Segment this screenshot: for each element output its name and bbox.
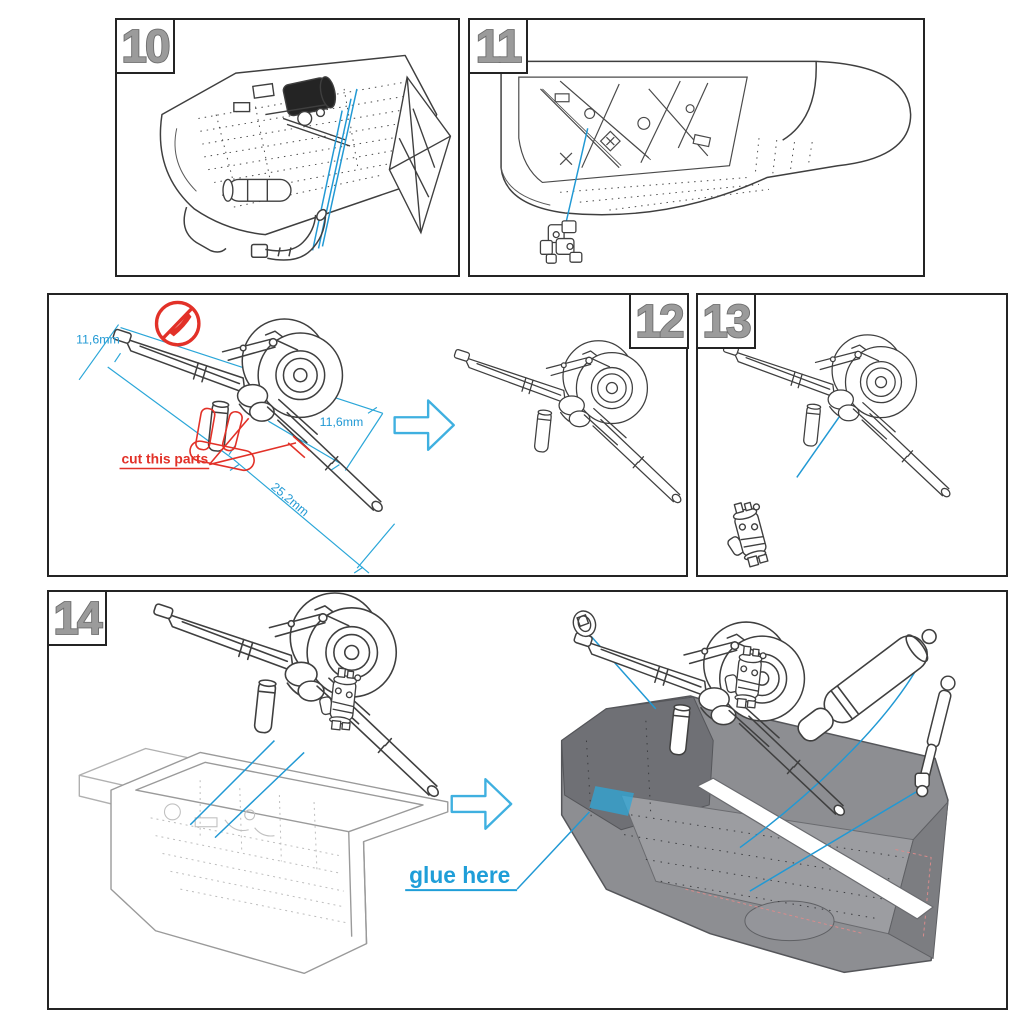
cut-instruction-illustration-12: cut this parts 11,6mm 11,6mm 25,2mm — [76, 300, 684, 574]
pointer-lines — [189, 740, 305, 839]
step-number-box-13: 13 — [695, 292, 756, 349]
gear-with-pump — [152, 592, 442, 839]
arrow-right-icon — [393, 399, 455, 451]
glue-callout: glue here — [405, 862, 518, 892]
actuator-part — [914, 675, 956, 798]
bay-equipment — [222, 75, 452, 235]
step-number-box-14: 14 — [46, 589, 107, 646]
pointer-lines — [311, 88, 358, 251]
dim-label-lower-strut: 25,2mm — [268, 480, 311, 519]
step-number-box-11: 11 — [467, 17, 528, 74]
dim-label-fork: 11,6mm — [76, 332, 120, 346]
step-number-box-12: 12 — [628, 292, 689, 349]
wheel-well-render — [560, 695, 949, 974]
gear-after-cut — [453, 340, 684, 505]
panel-step-11: 11 — [467, 17, 925, 277]
pointer-line — [796, 410, 844, 478]
wheel-well-outline — [78, 747, 449, 975]
cylinder-part — [797, 634, 929, 742]
knife-prohibited-icon — [154, 300, 201, 347]
bracket-part — [572, 610, 597, 638]
panel-step-14: glue here 14 — [46, 589, 1008, 1010]
panel-step-12: cut this parts 11,6mm 11,6mm 25,2mm 12 — [47, 292, 689, 577]
gear-assembly — [722, 334, 953, 500]
step-number-box-10: 10 — [114, 17, 175, 74]
parts-to-cut — [119, 407, 311, 472]
step-number-10: 10 — [121, 20, 169, 72]
outline-box-details — [150, 780, 347, 924]
panel-step-13: 13 — [695, 292, 1008, 577]
pointer-line — [564, 128, 589, 227]
dim-label-upper-strut: 11,6mm — [320, 415, 364, 429]
bay-structure — [518, 76, 748, 184]
glue-label: glue here — [409, 862, 510, 888]
pump-attach-illustration-13 — [717, 334, 953, 572]
fuselage-bay-illustration-11 — [500, 60, 912, 264]
pump-part — [717, 497, 775, 572]
panel-step-10: 10 — [114, 17, 460, 277]
wheel-bay-illustration-10 — [159, 54, 452, 261]
hose-part — [250, 208, 327, 261]
cut-label: cut this parts — [122, 452, 209, 467]
outline-box-parts — [163, 803, 275, 837]
step-number-11: 11 — [475, 20, 521, 72]
step-number-14: 14 — [53, 592, 103, 644]
step-number-13: 13 — [702, 295, 750, 347]
step-number-12: 12 — [635, 295, 683, 347]
rivet-rows — [198, 80, 414, 208]
arrow-right-icon — [450, 778, 513, 830]
glue-highlight — [589, 786, 634, 816]
final-assembly-illustration-14: glue here — [78, 592, 956, 975]
rivet-rows — [560, 138, 813, 211]
valve-block-part — [539, 220, 583, 264]
cylinder-knob — [921, 628, 937, 645]
